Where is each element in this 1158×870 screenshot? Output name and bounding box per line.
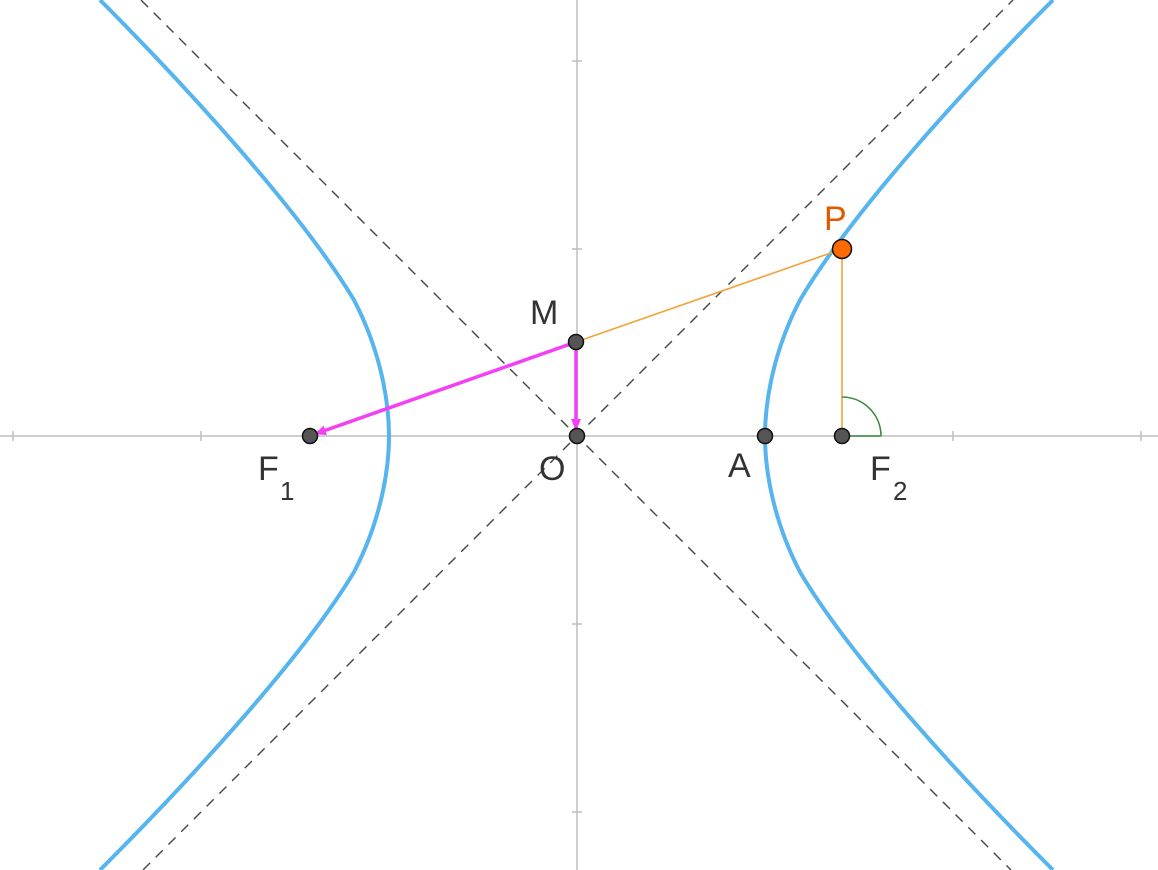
point-O <box>568 427 586 445</box>
segment-MP <box>575 248 843 343</box>
points <box>301 238 853 445</box>
label-P: P <box>824 200 847 238</box>
label-F1: F <box>258 450 279 488</box>
label-F1-subscript: 1 <box>280 476 294 506</box>
label-F2-subscript: 2 <box>893 476 907 506</box>
point-A <box>756 427 774 445</box>
label-M: M <box>530 294 558 332</box>
hyperbola-left-branch <box>98 0 392 870</box>
labels: P M O A F 1 F 2 <box>258 200 907 506</box>
point-F2 <box>833 427 851 445</box>
label-O: O <box>539 450 565 488</box>
vector-MF1 <box>314 340 577 436</box>
point-P <box>831 238 853 260</box>
label-F2: F <box>870 450 891 488</box>
point-F1 <box>301 427 319 445</box>
point-M <box>567 333 585 351</box>
y-axis-ticks <box>572 60 582 813</box>
vectors <box>314 340 581 436</box>
right-angle-mark <box>841 396 882 437</box>
hyperbola-right-branch <box>762 0 1055 870</box>
label-A: A <box>728 447 751 485</box>
segments <box>575 248 843 436</box>
